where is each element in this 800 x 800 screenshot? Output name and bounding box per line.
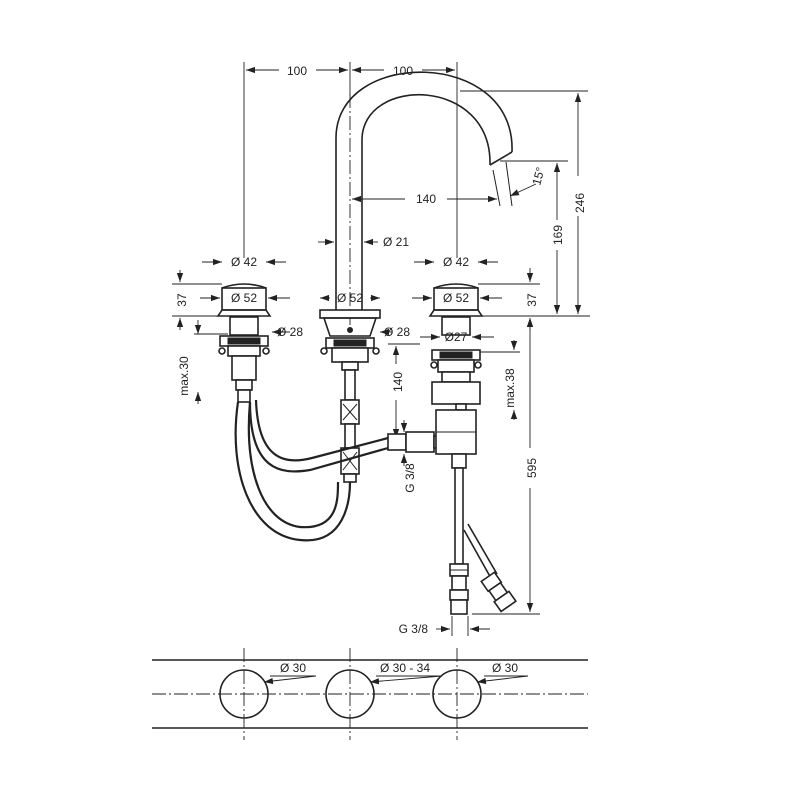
dim-spacing-left: 100 — [287, 64, 307, 78]
dim-rosette-center: Ø 52 — [337, 291, 363, 305]
dim-handle-left-diameter: Ø 42 — [231, 255, 257, 269]
dim-spacing-right: 100 — [393, 64, 413, 78]
right-valve: Ø 42 Ø 52 Ø27 max.38 — [412, 255, 520, 615]
dim-spout-angle: 15° — [529, 165, 547, 186]
hoses: G 3/8 — [234, 399, 443, 542]
bottom-connection-dimension: G 3/8 — [399, 616, 490, 636]
left-valve: Ø 42 Ø 52 Ø 28 max.30 — [177, 255, 303, 404]
handle-left-height-dimension: 37 — [172, 270, 222, 330]
dim-max-left: max.30 — [177, 356, 191, 396]
dim-length-total: 595 — [525, 458, 539, 478]
dim-rosette-right: Ø 52 — [443, 291, 469, 305]
dim-shank-center: Ø 28 — [384, 325, 410, 339]
length-dimension: 595 — [472, 318, 540, 615]
dim-hose-length: 140 — [391, 372, 405, 392]
dim-height-total: 246 — [573, 193, 587, 213]
dim-rosette-left: Ø 52 — [231, 291, 257, 305]
height-dimensions: 246 169 37 — [460, 90, 590, 330]
dim-hole-right: Ø 30 — [492, 661, 518, 675]
countertop-plan: Ø 30 Ø 30 - 34 Ø 30 — [152, 648, 588, 740]
dim-shank-right: Ø27 — [445, 330, 468, 344]
dim-spout-diameter: Ø 21 — [383, 235, 409, 249]
dim-hole-left: Ø 30 — [280, 661, 306, 675]
dim-shank-left: Ø 28 — [277, 325, 303, 339]
dim-handle-right-height: 37 — [525, 293, 539, 307]
spout: 15° 140 Ø 21 — [318, 71, 548, 325]
spacing-dimensions: 100 100 — [243, 62, 458, 258]
center-body: Ø 52 Ø 28 140 — [319, 291, 420, 483]
hole-right — [432, 669, 482, 719]
hole-left — [219, 669, 269, 719]
dim-connection-side: G 3/8 — [403, 463, 417, 493]
dim-handle-right-diameter: Ø 42 — [443, 255, 469, 269]
dim-spout-reach: 140 — [416, 192, 436, 206]
dim-hole-center: Ø 30 - 34 — [380, 661, 430, 675]
dim-connection-bottom: G 3/8 — [399, 622, 429, 636]
dim-handle-left-height: 37 — [175, 293, 189, 307]
hole-center — [325, 669, 375, 719]
dim-height-spout: 169 — [551, 225, 565, 245]
dim-max-right: max.38 — [503, 368, 517, 408]
